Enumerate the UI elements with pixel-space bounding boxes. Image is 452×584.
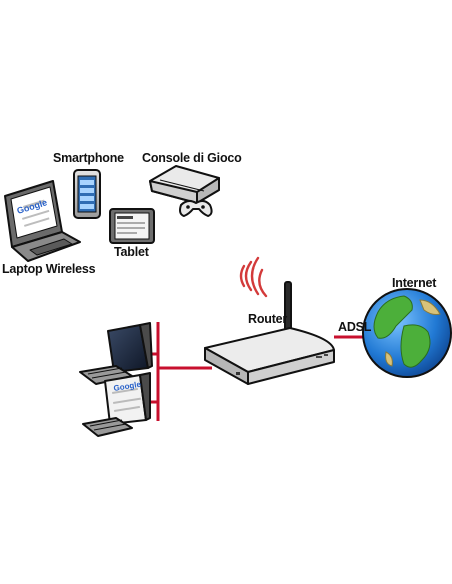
label-internet: Internet bbox=[392, 276, 437, 290]
globe-icon bbox=[362, 288, 452, 378]
laptop-icon bbox=[4, 180, 81, 262]
desktop-pc-icon bbox=[82, 372, 151, 437]
desktop-pc-icon bbox=[79, 322, 153, 385]
label-tablet: Tablet bbox=[114, 245, 149, 259]
router-icon bbox=[204, 281, 335, 385]
label-laptop: Laptop Wireless bbox=[2, 262, 96, 276]
label-smartphone: Smartphone bbox=[53, 151, 124, 165]
pc2-screen-text: Google bbox=[113, 380, 142, 393]
wifi-signal-icon bbox=[239, 256, 268, 298]
smartphone-icon bbox=[73, 169, 101, 219]
label-router: Router bbox=[248, 312, 288, 326]
tablet-icon bbox=[109, 208, 155, 244]
label-console: Console di Gioco bbox=[142, 151, 242, 165]
label-adsl: ADSL bbox=[338, 320, 372, 334]
game-console-icon bbox=[149, 165, 220, 217]
